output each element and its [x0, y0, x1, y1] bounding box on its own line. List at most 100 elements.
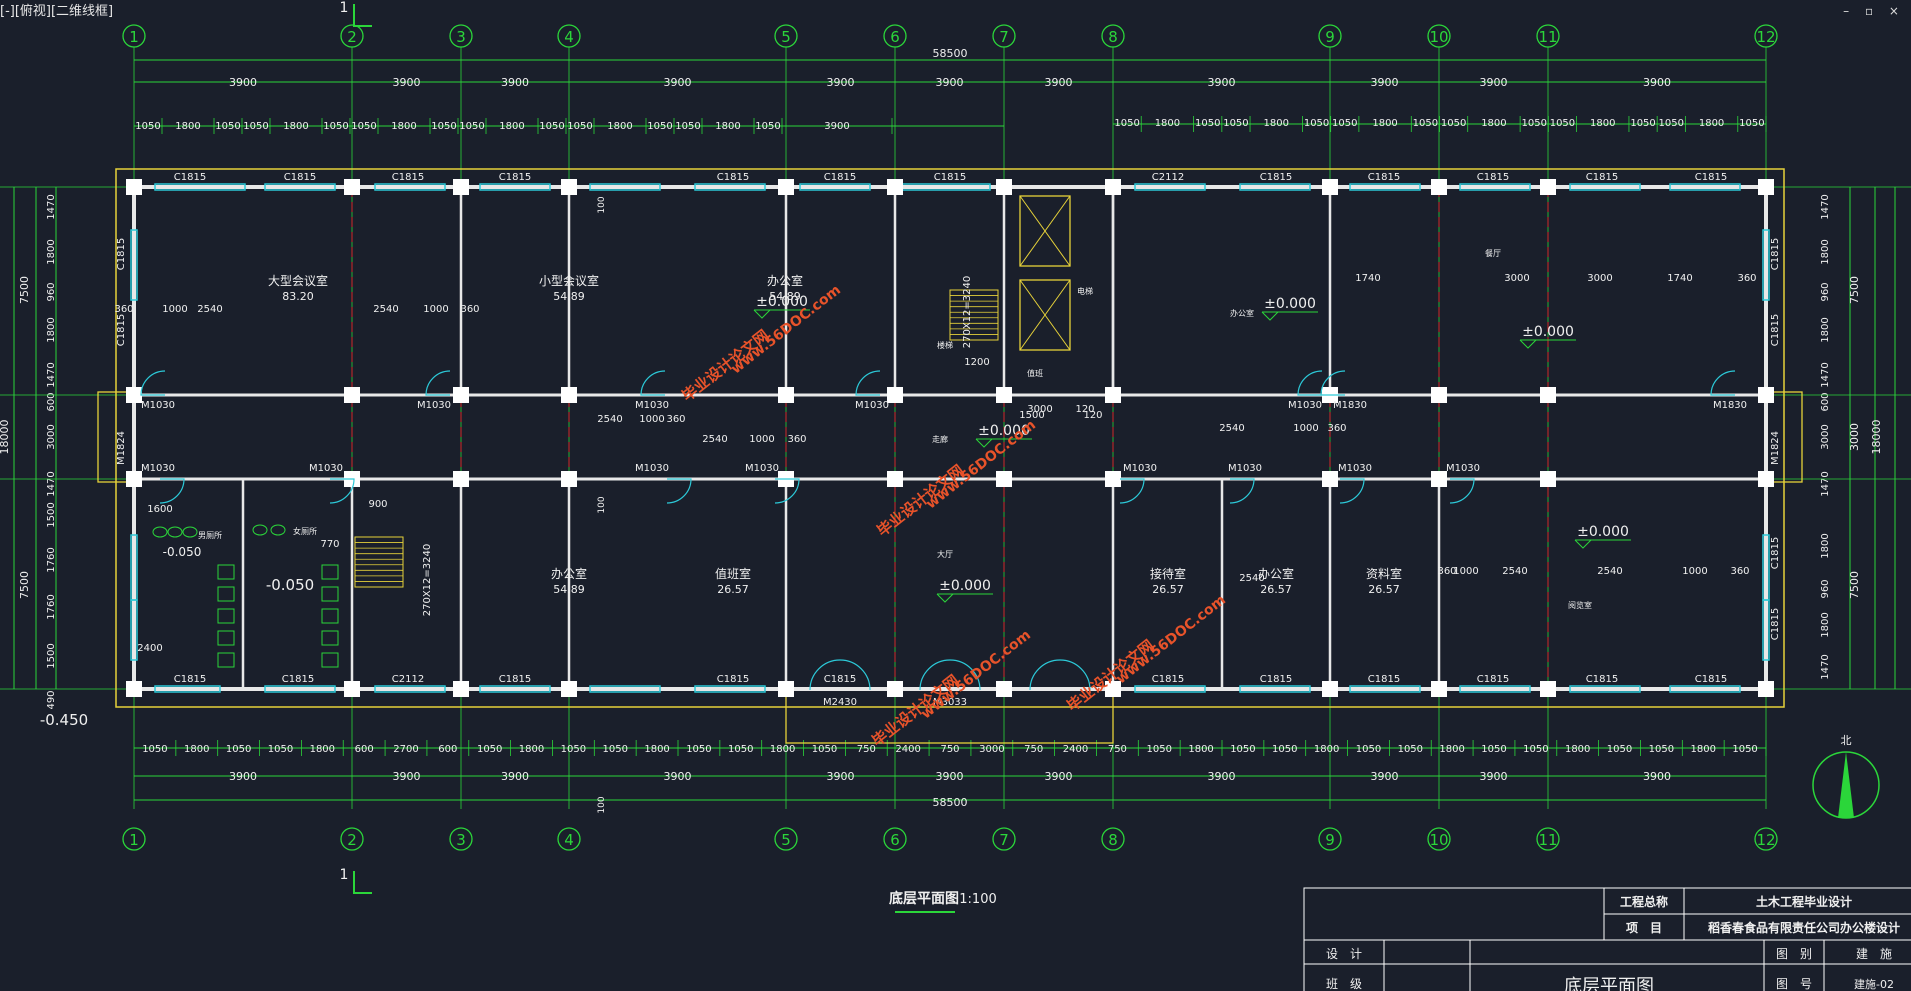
entrance-door-swing	[839, 659, 871, 691]
title-block-class-label: 班 级	[1326, 977, 1362, 991]
column	[996, 681, 1012, 697]
room-name: 接待室	[1150, 566, 1186, 581]
dim-left-outer: 18000	[0, 420, 11, 455]
title-block-category-value: 建 施	[1856, 947, 1892, 961]
dim-detail-top: 1050	[135, 121, 160, 132]
watermark-cn: 毕业设计论文网	[1063, 636, 1157, 715]
dim-detail-top: 1800	[1155, 118, 1180, 129]
column	[1322, 681, 1338, 697]
dim-bay-top: 3900	[1643, 76, 1671, 89]
door-swing-north	[640, 370, 666, 396]
dim-interior: 2540	[1219, 423, 1244, 434]
window-tag: C1815	[1586, 674, 1618, 685]
dim-detail-top: 1050	[1114, 118, 1139, 129]
axis-label-top-6: 6	[890, 28, 900, 46]
room-name: 办公室	[767, 273, 803, 288]
window-tag-right: C1815	[1770, 314, 1781, 346]
entrance-door-swing	[1029, 659, 1061, 691]
door-swing-south	[1449, 478, 1475, 504]
axis-label-bottom-5: 5	[781, 831, 791, 849]
column	[1322, 179, 1338, 195]
watermark-cn: 毕业设计论文网	[678, 326, 772, 405]
building-outline	[115, 168, 1785, 708]
column	[126, 387, 142, 403]
section-mark: 1	[340, 867, 349, 883]
dim-total-bottom: 58500	[933, 796, 968, 809]
dim-detail-bottom: 1050	[477, 744, 502, 755]
toilet-stall	[217, 586, 235, 602]
dim-detail-bottom: 1800	[1691, 744, 1716, 755]
window-tag-right: C1815	[1770, 537, 1781, 569]
dim-detail-bottom: 1050	[226, 744, 251, 755]
dim-interior: 1500	[1019, 410, 1044, 421]
window-top	[1459, 183, 1531, 191]
dim-right-inner: 600	[1820, 392, 1831, 411]
dim-left-inner: 3000	[46, 424, 57, 449]
column	[561, 471, 577, 487]
dim-detail-top: 1050	[215, 121, 240, 132]
window-bottom	[1459, 685, 1531, 693]
column	[778, 179, 794, 195]
dim-interior: 3000	[1504, 273, 1529, 284]
dim-bay-top: 3900	[936, 76, 964, 89]
dim-detail-top: 1800	[1372, 118, 1397, 129]
axis-label-top-1: 1	[129, 28, 139, 46]
dim-detail-top: 1800	[1699, 118, 1724, 129]
axis-label-bottom-6: 6	[890, 831, 900, 849]
dim-detail-bottom: 750	[857, 744, 876, 755]
window-tag: C1815	[1152, 674, 1184, 685]
dim-detail-top: 1800	[391, 121, 416, 132]
title-block-category-label: 图 别	[1776, 947, 1812, 961]
dim-detail-top: 1050	[1630, 118, 1655, 129]
dim-detail-bottom: 1050	[1356, 744, 1381, 755]
room-name: 资料室	[1366, 566, 1402, 581]
level-mark: -0.050	[266, 576, 314, 594]
toilet-stall	[217, 630, 235, 646]
dim-interior: 1000	[1453, 566, 1478, 577]
dim-detail-bottom: 1050	[1398, 744, 1423, 755]
dim-left-inner: 1470	[46, 362, 57, 387]
window-bottom	[1239, 685, 1311, 693]
door-swing-south	[666, 478, 692, 504]
room-label-elevator: 电梯	[1077, 286, 1093, 296]
dim-detail-bottom: 600	[355, 744, 374, 755]
door-tag-right: M1824	[1770, 431, 1781, 465]
axis-bubble-bottom-7	[992, 827, 1016, 851]
axis-label-top-5: 5	[781, 28, 791, 46]
column	[1431, 681, 1447, 697]
title-block-item-value: 稻香春食品有限责任公司办公楼设计	[1708, 920, 1900, 935]
door-tag: M1030	[745, 463, 779, 474]
dim-bay-top: 3900	[827, 76, 855, 89]
door-swing-south	[1229, 478, 1255, 504]
level-triangle	[753, 309, 810, 319]
column	[1758, 179, 1774, 195]
axis-bubble-bottom-1	[122, 827, 146, 851]
dim-detail-top: 1050	[1223, 118, 1248, 129]
window-top	[1239, 183, 1311, 191]
axis-label-top-10: 10	[1429, 28, 1448, 46]
room-area: 54.89	[769, 290, 801, 303]
column	[1540, 681, 1556, 697]
dim-wall-thickness: 100	[597, 196, 607, 213]
window-right	[1762, 599, 1770, 661]
dim-interior: 2540	[597, 414, 622, 425]
level-triangle	[1261, 311, 1318, 321]
column	[887, 681, 903, 697]
watermark-url: www.56DOC.com	[918, 627, 1034, 722]
dim-bay-bottom: 3900	[1643, 770, 1671, 783]
dim-detail-bottom: 1050	[1272, 744, 1297, 755]
room-area: 26.57	[717, 583, 749, 596]
viewport-window-controls[interactable]: – ▫ ×	[1843, 4, 1905, 18]
washbasin	[252, 524, 268, 536]
dim-left-outer: 7500	[18, 276, 31, 304]
north-arrow	[1838, 752, 1854, 818]
viewport-label: [-][俯视][二维线框]	[0, 4, 114, 19]
door-swing-south	[1119, 478, 1145, 504]
column	[1431, 471, 1447, 487]
column	[453, 387, 469, 403]
dim-detail-bottom: 1800	[1439, 744, 1464, 755]
dim-interior: 360	[1737, 273, 1756, 284]
door-tag: M1030	[1446, 463, 1480, 474]
dim-detail-top: 1050	[1550, 118, 1575, 129]
